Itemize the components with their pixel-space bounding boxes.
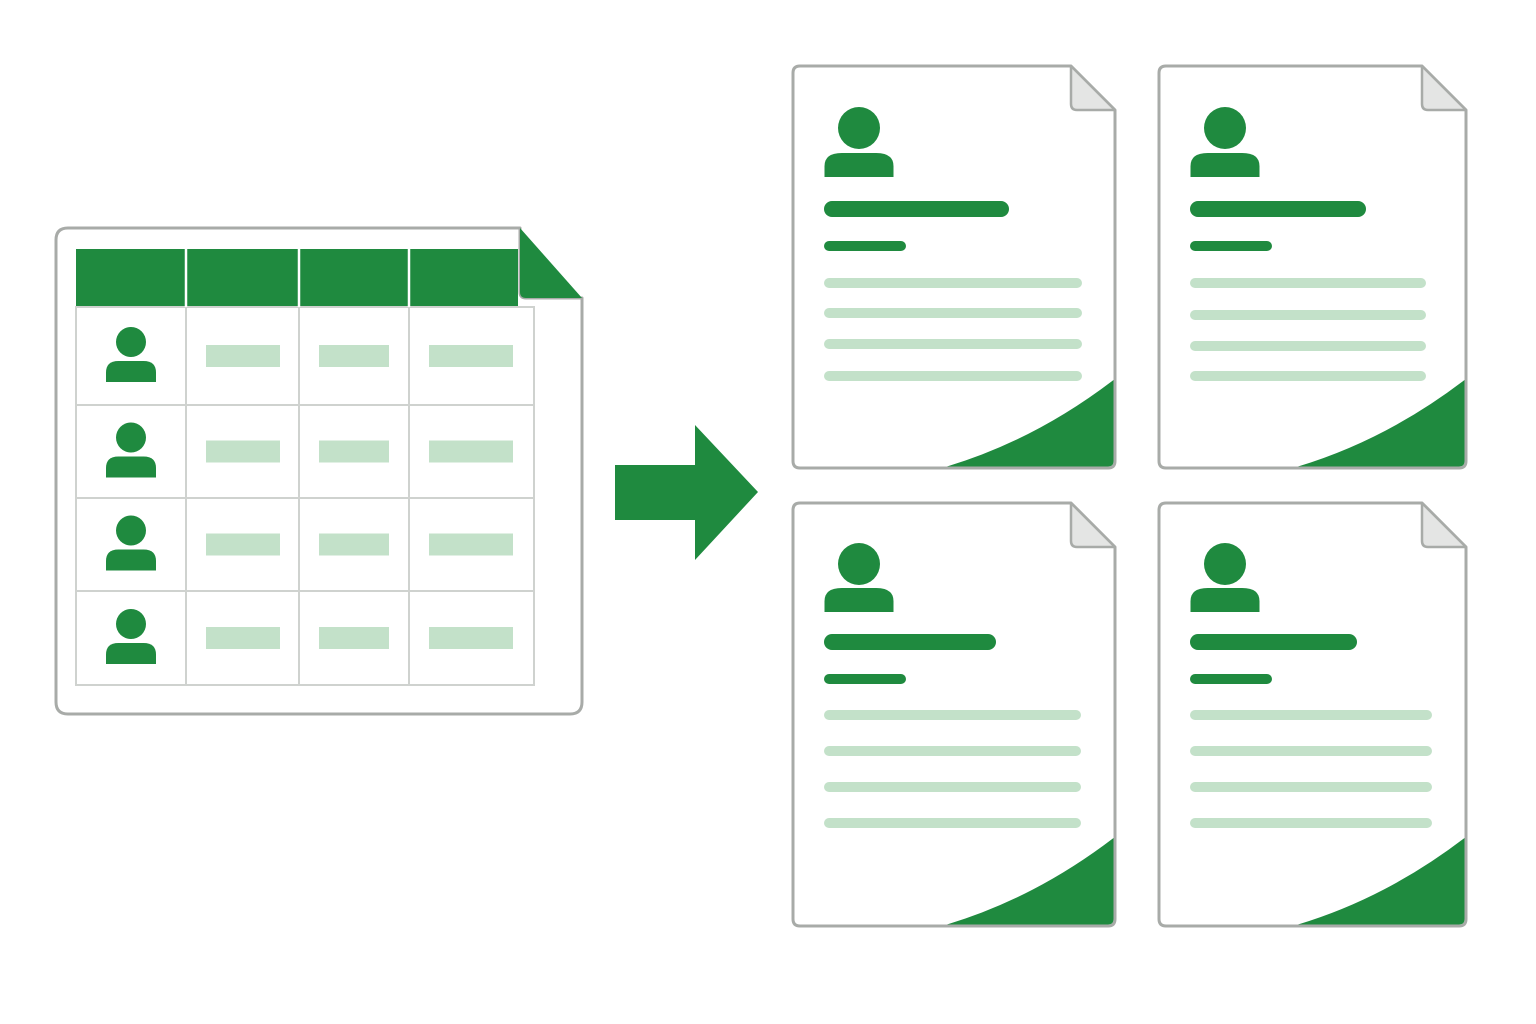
document-corner-fold — [1420, 64, 1468, 112]
document-text-line — [1190, 710, 1432, 720]
document-text-line — [1190, 782, 1432, 792]
spreadsheet-rows — [106, 327, 513, 664]
cell-placeholder — [429, 440, 513, 463]
person-icon — [106, 422, 156, 478]
document-text-line — [824, 746, 1081, 756]
cell-placeholder — [319, 345, 389, 367]
document-subtitle-bar — [824, 674, 906, 684]
person-icon — [1190, 107, 1260, 177]
document-text-line — [1190, 310, 1426, 320]
cell-placeholder — [206, 345, 280, 367]
documents-grid — [791, 64, 1468, 928]
document-subtitle-bar — [824, 241, 906, 251]
document-title-bar — [1190, 634, 1357, 650]
document-corner-swoosh — [1298, 838, 1465, 925]
document-text-line — [824, 339, 1082, 349]
document-title-bar — [1190, 201, 1366, 217]
document-title-bar — [824, 634, 996, 650]
document-text-line — [824, 278, 1082, 288]
resume-document — [1157, 64, 1468, 470]
document-text-line — [824, 371, 1082, 381]
person-icon — [824, 543, 894, 612]
document-text-line — [824, 818, 1081, 828]
person-icon — [106, 327, 156, 382]
document-text-line — [824, 710, 1081, 720]
cell-placeholder — [206, 533, 280, 556]
document-corner-swoosh — [947, 838, 1114, 925]
document-corner-swoosh — [947, 380, 1114, 467]
person-icon — [824, 107, 894, 177]
document-text-line — [1190, 746, 1432, 756]
cell-placeholder — [429, 345, 513, 367]
table-row — [106, 515, 513, 571]
document-text-line — [1190, 341, 1426, 351]
spreadsheet-header-row — [76, 249, 518, 307]
document-title-bar — [824, 201, 1009, 217]
table-row — [106, 327, 513, 382]
resume-document — [791, 64, 1117, 470]
cell-placeholder — [429, 533, 513, 556]
person-icon — [106, 515, 156, 571]
cell-placeholder — [319, 533, 389, 556]
document-corner-swoosh — [1298, 380, 1465, 467]
table-row — [106, 609, 513, 664]
arrow-right-icon — [615, 425, 758, 560]
cell-placeholder — [319, 440, 389, 463]
spreadsheet-icon — [54, 226, 584, 716]
document-subtitle-bar — [1190, 241, 1272, 251]
person-icon — [1190, 543, 1260, 612]
resume-document — [791, 501, 1117, 928]
resume-document — [1157, 501, 1468, 928]
cell-placeholder — [429, 627, 513, 649]
document-text-line — [824, 308, 1082, 318]
document-text-line — [1190, 278, 1426, 288]
document-corner-fold — [1069, 64, 1117, 112]
document-corner-fold — [1420, 501, 1468, 549]
document-text-line — [824, 782, 1081, 792]
table-row — [106, 422, 513, 478]
document-text-line — [1190, 818, 1432, 828]
cell-placeholder — [319, 627, 389, 649]
document-subtitle-bar — [1190, 674, 1272, 684]
spreadsheet-corner-fold — [520, 228, 582, 298]
document-corner-fold — [1069, 501, 1117, 549]
document-text-line — [1190, 371, 1426, 381]
cell-placeholder — [206, 440, 280, 463]
person-icon — [106, 609, 156, 664]
cell-placeholder — [206, 627, 280, 649]
